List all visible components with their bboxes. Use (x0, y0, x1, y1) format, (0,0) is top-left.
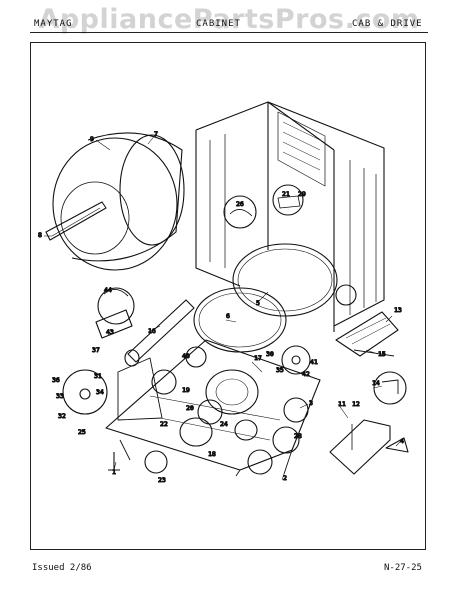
callout-28: 28 (294, 432, 302, 440)
drum (52, 132, 185, 271)
bolt-detail (247, 449, 273, 475)
callout-40: 40 (182, 352, 190, 360)
callout-33: 33 (56, 392, 64, 400)
callout-5: 5 (256, 299, 260, 307)
header-brand: MAYTAG (34, 19, 73, 29)
motor-bracket (117, 357, 163, 421)
callout-23: 23 (158, 476, 166, 484)
callout-24: 24 (220, 420, 228, 428)
burner-assembly (335, 284, 399, 357)
callout-20: 20 (186, 404, 194, 412)
callout-19: 19 (182, 386, 190, 394)
callout-2: 2 (283, 474, 287, 482)
handle-detail (97, 287, 135, 325)
callout-42: 42 (302, 370, 310, 378)
callout-21: 21 (282, 190, 290, 198)
leg-bracket (329, 419, 391, 475)
callout-22: 22 (160, 420, 168, 428)
callout-25: 25 (78, 428, 86, 436)
callout-29: 29 (298, 190, 306, 198)
rear-bulkhead (232, 243, 338, 317)
callout-44: 44 (104, 286, 112, 294)
page-code: N-27-25 (384, 563, 422, 573)
pulley-detail (283, 397, 309, 423)
callout-37: 37 (92, 346, 100, 354)
callout-16: 16 (148, 327, 156, 335)
diagram-frame (30, 42, 426, 550)
callout-35: 35 (276, 366, 284, 374)
spring-detail (144, 450, 168, 474)
idler-assembly (151, 346, 223, 425)
callout-8: 8 (38, 231, 42, 239)
callout-1: 1 (112, 468, 116, 476)
callout-26: 26 (236, 200, 244, 208)
issued-date: Issued 2/86 (32, 563, 92, 573)
header-section: CABINET (196, 19, 241, 29)
callout-11: 11 (338, 400, 346, 408)
callout-34: 34 (96, 388, 104, 396)
callout-15: 15 (378, 350, 386, 358)
header-rule (30, 32, 428, 33)
callout-12: 12 (352, 400, 360, 408)
callout-30: 30 (266, 350, 274, 358)
thermocouple-detail (281, 345, 311, 375)
bearing-detail (223, 195, 257, 229)
watermark: AppliancePartsPros.com (38, 4, 420, 35)
callout-labels: 1 2 3 4 5 6 7 8 9 11 12 13 14 15 16 17 1… (37, 129, 404, 484)
clip-part (385, 437, 409, 453)
callout-36: 36 (52, 376, 60, 384)
callout-9: 9 (90, 135, 94, 143)
callout-41: 41 (310, 358, 318, 366)
callout-31: 31 (94, 372, 102, 380)
callout-32: 32 (58, 412, 66, 420)
thermostat-detail (272, 184, 304, 216)
callout-13: 13 (394, 306, 402, 314)
base-assembly (105, 339, 321, 477)
callout-3: 3 (309, 399, 313, 407)
callout-18: 18 (208, 450, 216, 458)
callout-17: 17 (254, 354, 262, 362)
header-title: CAB & DRIVE (352, 19, 423, 29)
callout-43: 43 (106, 328, 114, 336)
drum-baffle (45, 201, 107, 241)
callout-7: 7 (154, 130, 158, 138)
bearing-kit-detail (62, 369, 108, 415)
panel-detail (373, 371, 407, 405)
cabinet (195, 101, 385, 332)
belt-detail (272, 426, 300, 454)
callout-6: 6 (226, 312, 230, 320)
callout-14: 14 (372, 379, 380, 387)
leader-lines (44, 133, 401, 481)
callout-4: 4 (400, 437, 404, 445)
